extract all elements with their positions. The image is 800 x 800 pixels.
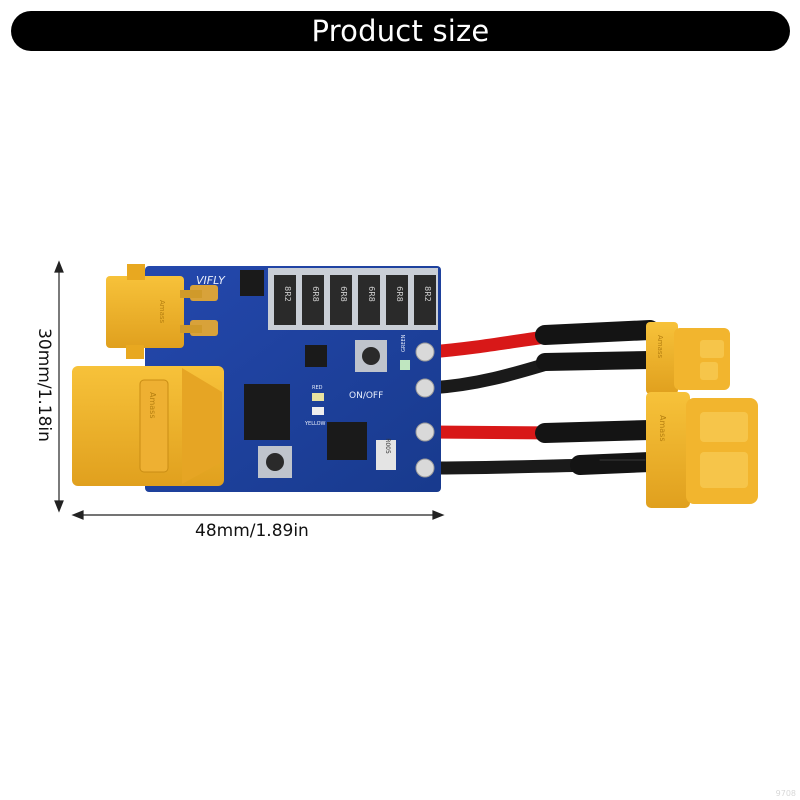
led-yellow-label: YELLOW [304, 421, 326, 427]
xt30-input-connector: Amass [106, 264, 202, 359]
width-dimension-label: 48mm/1.89in [195, 521, 309, 541]
inductor-row: 8R2 6R8 6R8 6R8 6R8 8R2 [274, 275, 436, 325]
xt30-input-brand: Amass [158, 300, 166, 324]
led-white [312, 407, 324, 415]
on-off-button [362, 347, 380, 365]
resistor-label: R005 [384, 438, 391, 454]
xt30-output-connector: Amass [646, 322, 730, 394]
inductor-label-4: 6R8 [367, 286, 376, 302]
watermark: 9708 [775, 789, 796, 798]
inductor-label-6: 8R2 [423, 286, 432, 302]
inductor-label-5: 6R8 [395, 286, 404, 302]
on-off-label: ON/OFF [349, 391, 383, 401]
inductor-label-2: 6R8 [311, 286, 320, 302]
solder-pads [415, 342, 435, 478]
inductor-label-3: 6R8 [339, 286, 348, 302]
height-dimension-label: 30mm/1.18in [34, 328, 54, 442]
xt60-output-brand: Amass [658, 415, 667, 442]
xt60-output-connector: Amass [646, 392, 758, 508]
output-wires [423, 320, 660, 475]
xt60-input-connector: Amass [72, 366, 224, 486]
led-red-label: RED [312, 385, 323, 391]
height-dimension-arrow [54, 260, 64, 513]
led-yellow [312, 393, 324, 401]
title-banner: Product size [11, 11, 790, 51]
inductor-label-1: 8R2 [283, 286, 292, 302]
xt30-output-brand: Amass [656, 335, 664, 359]
main-ic [244, 384, 290, 440]
pcb-brand-label: VIFLY [196, 274, 226, 287]
secondary-ic [327, 422, 367, 460]
led-green-label: GREEN [401, 334, 407, 352]
led-green [400, 360, 410, 370]
mode-button [266, 453, 284, 471]
xt60-input-brand: Amass [148, 392, 157, 419]
width-dimension-arrow [71, 510, 445, 520]
banner-title: Product size [311, 14, 490, 48]
